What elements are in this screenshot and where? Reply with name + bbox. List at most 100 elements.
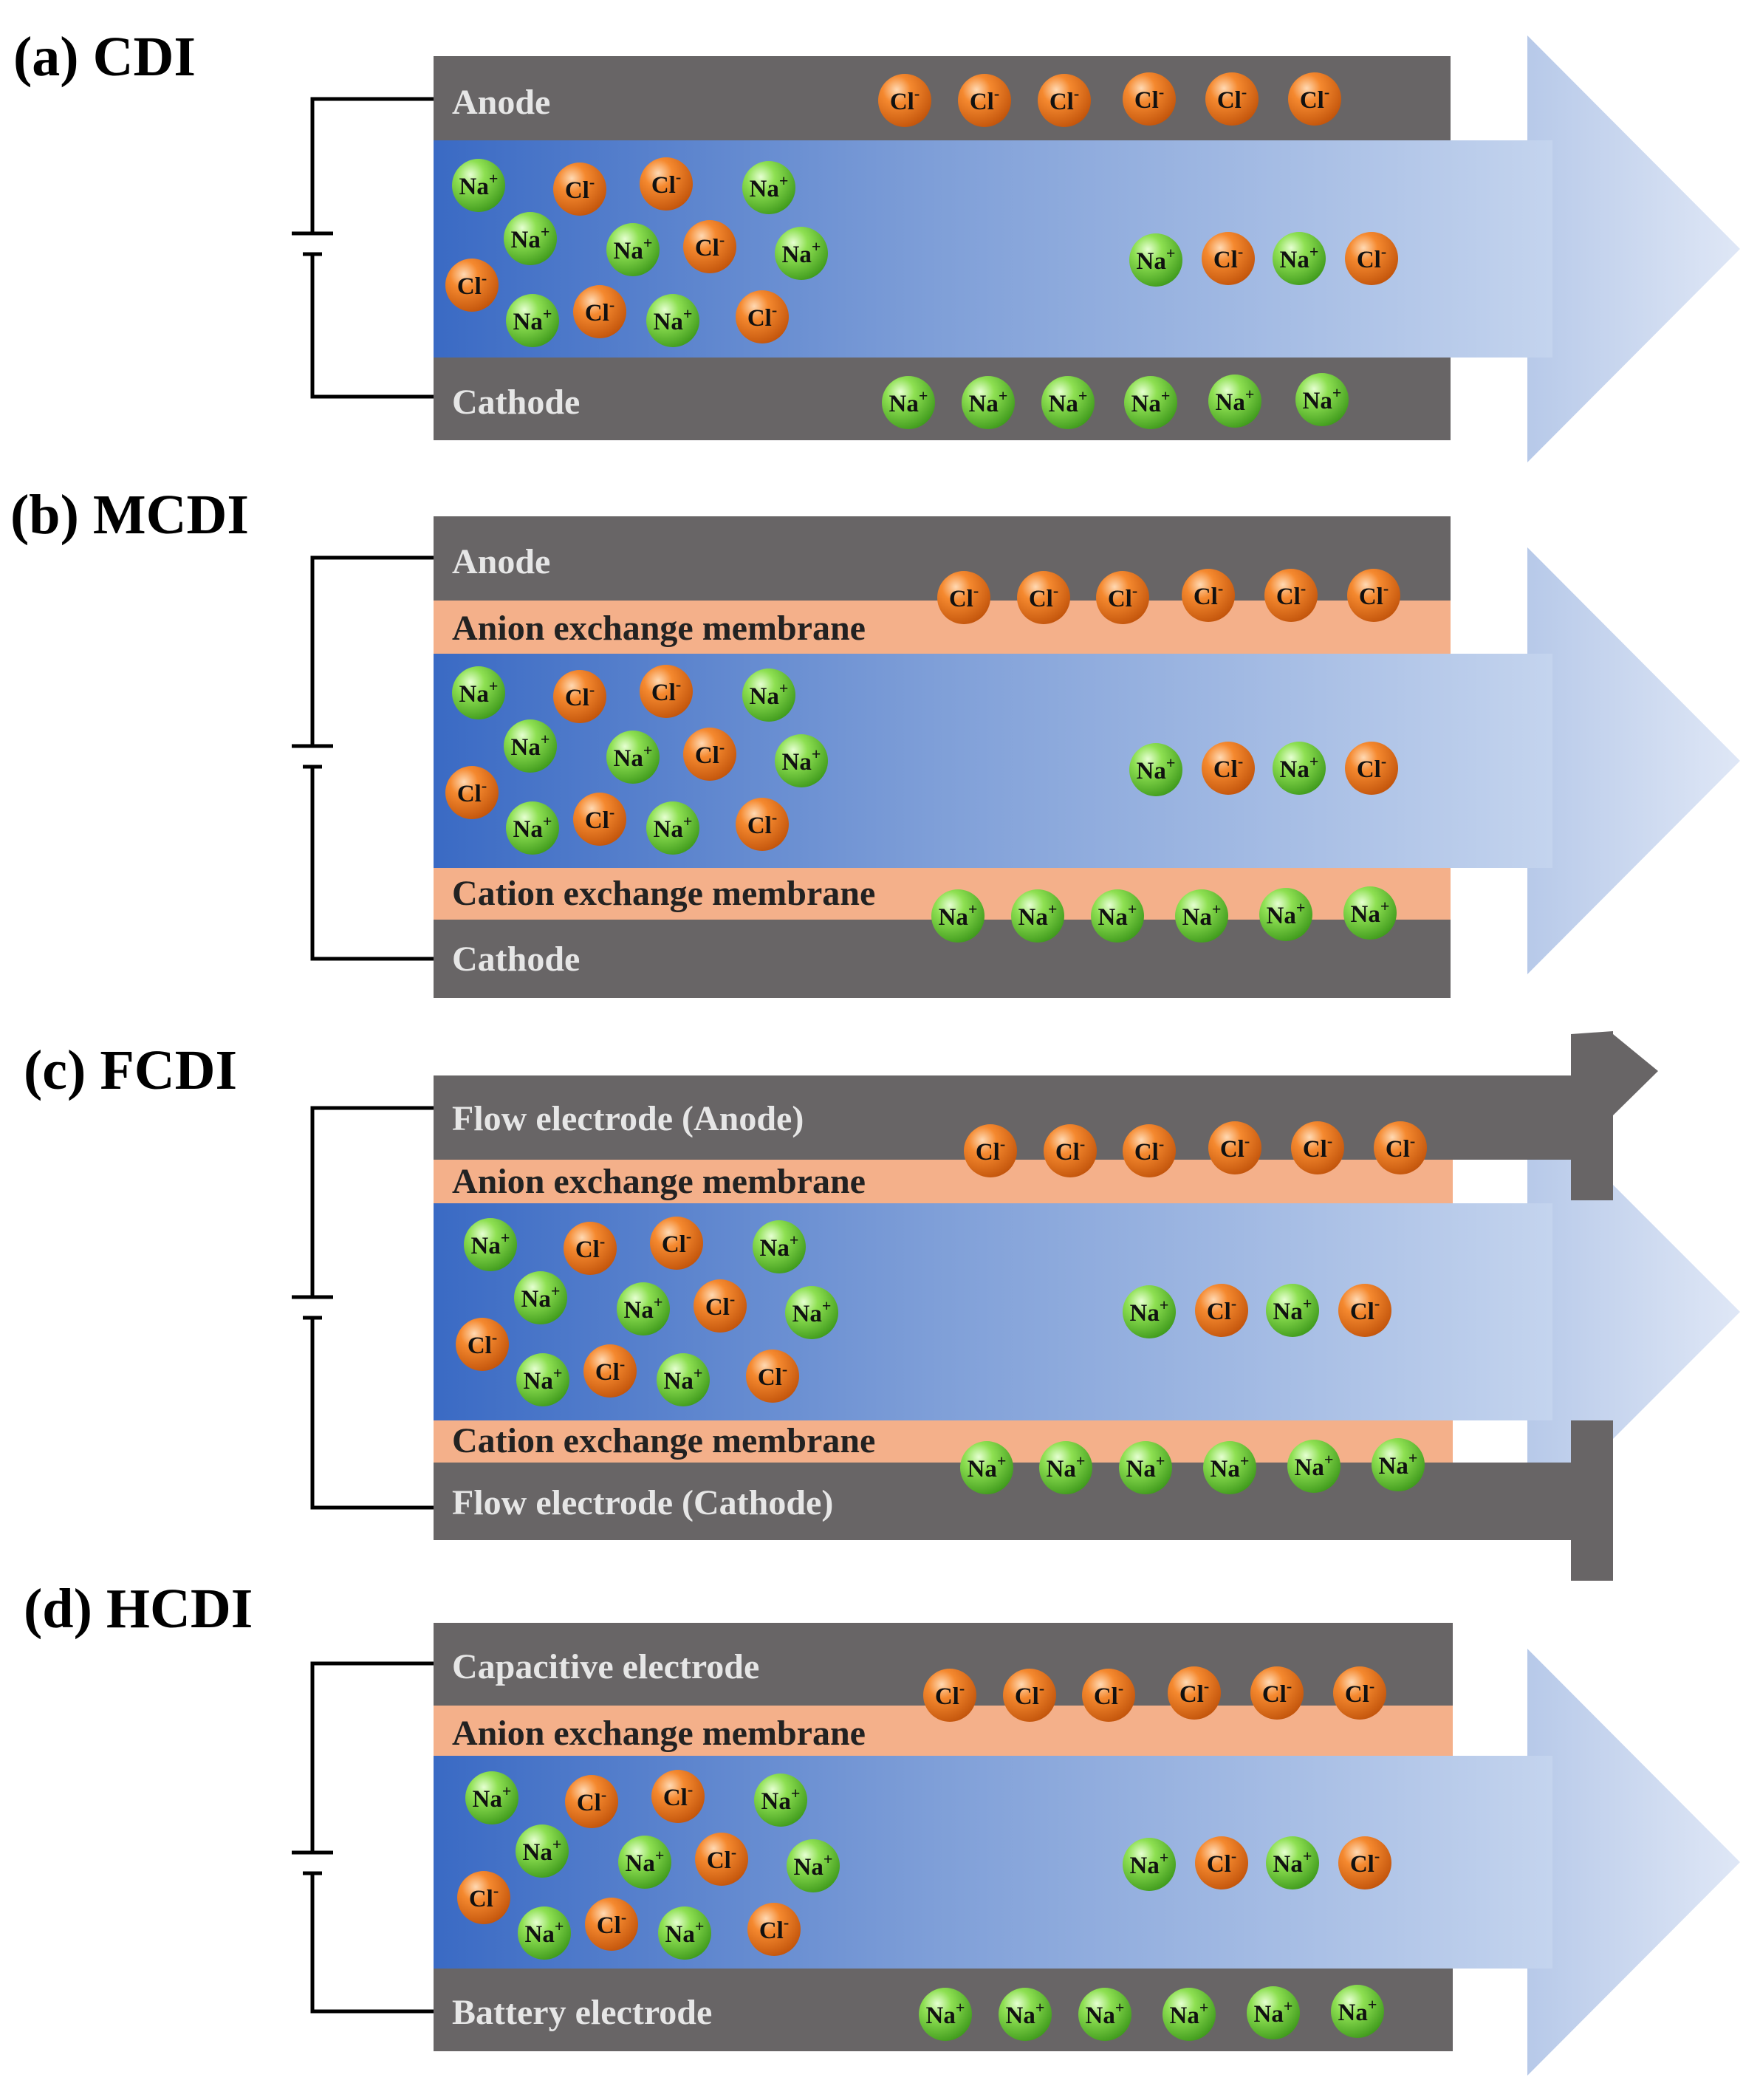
chloride-ion: Cl- <box>746 1350 799 1403</box>
sodium-ion: Na+ <box>775 227 828 280</box>
chloride-ion: Cl- <box>445 259 499 312</box>
chloride-ion: Cl- <box>1205 72 1259 126</box>
svg-text:Na+: Na+ <box>473 1782 512 1813</box>
sodium-ion: Na+ <box>1123 1285 1176 1338</box>
chloride-ion: Cl- <box>640 157 693 211</box>
sodium-ion: Na+ <box>1175 889 1228 943</box>
sodium-ion: Na+ <box>754 1774 807 1827</box>
chloride-ion: Cl- <box>1345 742 1398 795</box>
panel-title-fcdi: (c) FCDI <box>24 1039 237 1101</box>
chloride-ion: Cl- <box>683 728 736 781</box>
sodium-ion: Na+ <box>504 719 557 773</box>
chloride-ion: Cl- <box>445 766 499 819</box>
sodium-ion: Na+ <box>1203 1441 1256 1494</box>
chloride-ion: Cl- <box>878 74 931 127</box>
chloride-ion: Cl- <box>736 290 789 343</box>
sodium-ion: Na+ <box>1343 886 1397 940</box>
svg-text:Na+: Na+ <box>939 900 978 931</box>
svg-text:Na+: Na+ <box>513 304 552 335</box>
panel-title-hcdi: (d) HCDI <box>24 1578 253 1640</box>
chloride-ion: Cl- <box>1338 1284 1391 1337</box>
chloride-ion: Cl- <box>1288 72 1341 126</box>
sodium-ion: Na+ <box>504 212 557 265</box>
chloride-ion: Cl- <box>694 1279 747 1333</box>
chloride-ion: Cl- <box>1338 1836 1391 1889</box>
svg-text:Cl-: Cl- <box>747 301 777 332</box>
chloride-ion: Cl- <box>1208 1121 1261 1174</box>
sodium-ion: Na+ <box>1273 232 1326 285</box>
circuit-wire <box>292 1661 434 2014</box>
chloride-ion: Cl- <box>683 220 736 273</box>
sodium-ion: Na+ <box>960 1441 1013 1494</box>
bottom-electrode-label: Cathode <box>452 940 580 979</box>
top-membrane-label: Anion exchange membrane <box>452 609 866 648</box>
panel-title-mcdi: (b) MCDI <box>10 484 249 546</box>
flow-electrode-top-arrowhead <box>1571 1031 1613 1034</box>
sodium-ion: Na+ <box>999 1988 1052 2041</box>
chloride-ion: Cl- <box>640 665 693 718</box>
sodium-ion: Na+ <box>1091 889 1144 943</box>
svg-text:Na+: Na+ <box>1273 1847 1312 1878</box>
sodium-ion: Na+ <box>617 1282 670 1335</box>
bottom-electrode-label: Battery electrode <box>452 1993 712 2032</box>
chloride-ion: Cl- <box>457 1871 510 1924</box>
chloride-ion: Cl- <box>1202 232 1255 285</box>
sodium-ion: Na+ <box>1078 1988 1131 2041</box>
top-membrane-label: Anion exchange membrane <box>452 1162 866 1201</box>
chloride-ion: Cl- <box>564 1222 617 1275</box>
ions: Cl- Cl- Cl- Cl- Cl- Cl- Na+ Na+ Na+ Na+ … <box>445 72 1398 429</box>
sodium-ion: Na+ <box>742 668 795 722</box>
sodium-ion: Na+ <box>514 1271 567 1324</box>
chloride-ion: Cl- <box>695 1833 748 1886</box>
sodium-ion: Na+ <box>452 666 505 719</box>
svg-text:Na+: Na+ <box>614 233 653 264</box>
bottom-membrane-label: Cation exchange membrane <box>452 1421 875 1460</box>
sodium-ion: Na+ <box>658 1906 711 1960</box>
chloride-ion: Cl- <box>1250 1666 1304 1720</box>
chloride-ion: Cl- <box>1123 1124 1176 1177</box>
sodium-ion: Na+ <box>753 1220 806 1273</box>
chloride-ion: Cl- <box>1003 1669 1056 1722</box>
sodium-ion: Na+ <box>1208 374 1261 428</box>
bottom-electrode-label: Flow electrode (Cathode) <box>452 1483 833 1522</box>
chloride-ion: Cl- <box>1291 1121 1344 1174</box>
chloride-ion: Cl- <box>1264 569 1318 622</box>
panel-mcdi: (b) MCDI Anode Anion exchange membrane C… <box>10 484 1740 998</box>
ions: Cl- Cl- Cl- Cl- Cl- Cl- Na+ Na+ Na+ Na+ … <box>445 569 1400 943</box>
sodium-ion: Na+ <box>465 1771 518 1824</box>
chloride-ion: Cl- <box>1345 232 1398 285</box>
chloride-ion: Cl- <box>1333 1666 1386 1720</box>
chloride-ion: Cl- <box>747 1903 801 1956</box>
sodium-ion: Na+ <box>516 1824 569 1878</box>
top-electrode-label: Flow electrode (Anode) <box>452 1099 804 1138</box>
chloride-ion: Cl- <box>456 1318 509 1371</box>
sodium-ion: Na+ <box>931 889 985 943</box>
circuit-wire <box>292 97 434 399</box>
bottom-membrane-label: Cation exchange membrane <box>452 874 875 913</box>
sodium-ion: Na+ <box>962 376 1015 429</box>
svg-text:Na+: Na+ <box>459 677 499 708</box>
svg-text:Cl-: Cl- <box>705 1290 735 1321</box>
chloride-ion: Cl- <box>937 571 990 624</box>
sodium-ion: Na+ <box>775 734 828 787</box>
sodium-ion: Na+ <box>1041 376 1095 429</box>
panel-hcdi: (d) HCDI Capacitive electrode Anion exch… <box>24 1578 1740 2076</box>
svg-text:Cl-: Cl- <box>1015 1679 1044 1710</box>
sodium-ion: Na+ <box>1372 1438 1425 1491</box>
chloride-ion: Cl- <box>1347 569 1400 622</box>
svg-text:Na+: Na+ <box>511 222 550 253</box>
top-electrode-label: Anode <box>452 83 550 122</box>
chloride-ion: Cl- <box>1195 1284 1248 1337</box>
flow-electrode-bottom <box>434 1420 1613 1581</box>
chloride-ion: Cl- <box>565 1775 618 1828</box>
sodium-ion: Na+ <box>787 1839 840 1892</box>
chloride-ion: Cl- <box>573 793 626 846</box>
svg-text:Na+: Na+ <box>1137 753 1176 784</box>
chloride-ion: Cl- <box>1017 571 1070 624</box>
flow-arrow <box>1448 1649 1740 2076</box>
chloride-ion: Cl- <box>1044 1124 1097 1177</box>
sodium-ion: Na+ <box>1266 1836 1319 1889</box>
sodium-ion: Na+ <box>742 161 795 214</box>
chloride-ion: Cl- <box>1182 569 1235 622</box>
